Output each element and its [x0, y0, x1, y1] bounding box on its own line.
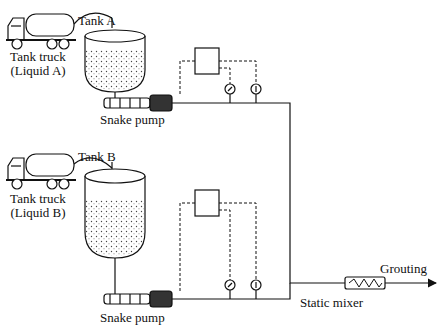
outlet-label: Grouting: [380, 262, 427, 276]
truck-label: Tank truck (Liquid B): [2, 192, 74, 220]
control-box: [195, 190, 219, 216]
snake-pump: [104, 95, 172, 111]
snake-pump: [104, 291, 172, 307]
static-mixer: [345, 277, 436, 289]
control-box: [195, 48, 219, 74]
pipe: [172, 103, 345, 299]
signal-line: [180, 61, 256, 292]
tank-label: Tank A: [78, 14, 116, 28]
truck-label: Tank truck (Liquid A): [2, 50, 74, 78]
pump-label: Snake pump: [100, 113, 165, 127]
storage-tank: [85, 18, 145, 100]
storage-tank: [85, 162, 145, 294]
tank-label: Tank B: [78, 150, 116, 164]
pump-label: Snake pump: [100, 311, 165, 325]
mixer-label: Static mixer: [300, 296, 363, 310]
